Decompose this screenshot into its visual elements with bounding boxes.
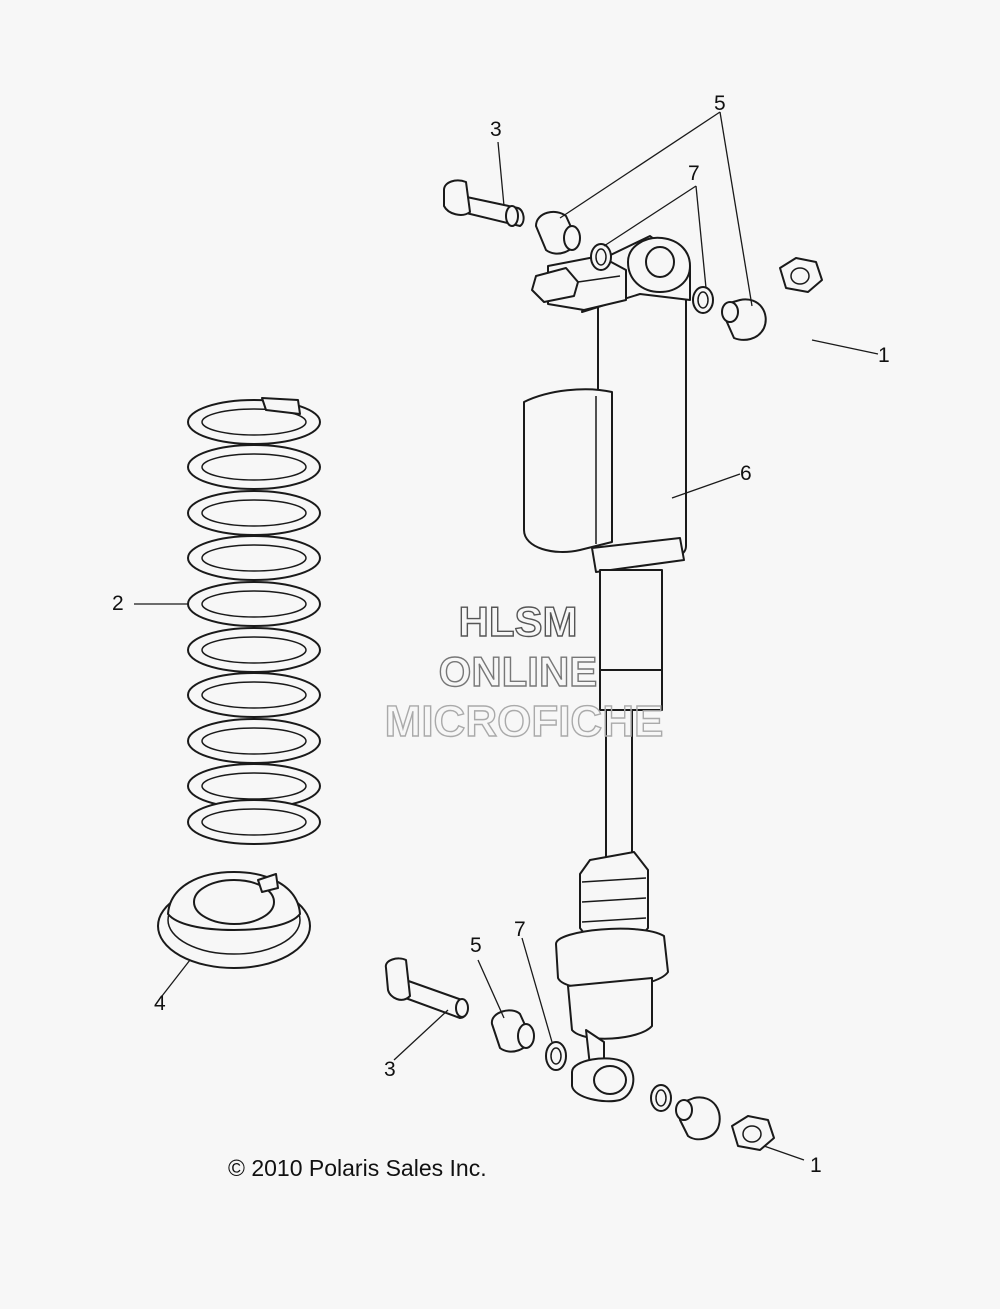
- lower-bolt: [384, 957, 469, 1019]
- upper-oring-left: [590, 243, 612, 271]
- callout-4: 4: [154, 992, 166, 1015]
- callout-7-bottom: 7: [514, 918, 526, 941]
- callout-6: 6: [740, 462, 752, 485]
- watermark: HLSM ONLINE MICROFICHE: [384, 597, 664, 746]
- callout-3-bottom: 3: [384, 1058, 396, 1081]
- spring-coil: [187, 718, 321, 764]
- watermark-line-2: ONLINE: [439, 648, 598, 695]
- upper-oring-right: [692, 286, 714, 314]
- watermark-line-3: MICROFICHE: [385, 697, 664, 746]
- spring-coil-inner: [201, 499, 307, 527]
- spring-coil-inner: [201, 453, 307, 481]
- upper-nut: [779, 257, 823, 293]
- upper-bushing-left: [535, 210, 581, 255]
- spring-end: [261, 397, 301, 415]
- callout-1-bottom: 1: [810, 1154, 822, 1177]
- spring-coil: [187, 399, 321, 445]
- watermark-line-1: HLSM: [459, 598, 578, 645]
- upper-bolt: [443, 179, 525, 227]
- callout-5-bottom: 5: [470, 934, 482, 957]
- callout-2: 2: [112, 592, 124, 615]
- spring-coil-inner: [201, 590, 307, 618]
- spring-coil-inner: [201, 408, 307, 436]
- lower-oring-left: [545, 1041, 567, 1071]
- shock-absorber: [523, 235, 691, 1103]
- callout-3-top: 3: [490, 118, 502, 141]
- spring-coil-inner: [201, 681, 307, 709]
- spring-coil: [187, 535, 321, 581]
- spring-coil: [187, 581, 321, 627]
- lower-nut: [731, 1115, 775, 1151]
- spring-seat: [157, 871, 311, 969]
- callout-7-top: 7: [688, 162, 700, 185]
- leader-lines: [134, 111, 879, 1161]
- spring-coil-inner: [201, 727, 307, 755]
- coil-spring: [187, 397, 321, 845]
- spring-coil: [187, 672, 321, 718]
- spring-coil: [187, 490, 321, 536]
- spring-coil-inner: [201, 808, 307, 836]
- spring-coil: [187, 627, 321, 673]
- upper-bushing-right: [721, 298, 767, 341]
- callout-labels: 5 7 3 1 6 2 4 5 7 3 1: [112, 92, 890, 1177]
- callout-1-top: 1: [878, 344, 890, 367]
- spring-coil: [187, 799, 321, 845]
- lower-oring-right: [650, 1084, 672, 1112]
- spring-coil-inner: [201, 636, 307, 664]
- callout-5-top: 5: [714, 92, 726, 115]
- spring-coil: [187, 444, 321, 490]
- spring-coil-inner: [201, 544, 307, 572]
- lower-bushing-left: [490, 1009, 535, 1053]
- copyright-notice: © 2010 Polaris Sales Inc.: [228, 1155, 487, 1181]
- lower-bushing-right: [675, 1096, 721, 1141]
